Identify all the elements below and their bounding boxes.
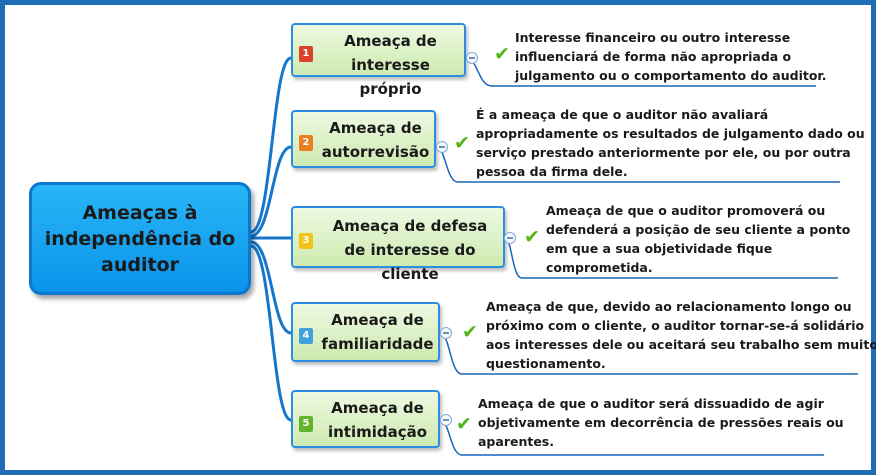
check-icon: ✔ xyxy=(462,321,478,343)
topic-description: Ameaça de que o auditor será dissuadido … xyxy=(478,394,844,451)
topic-familiaridade[interactable]: 4 Ameaça de familiaridade xyxy=(291,302,440,362)
topic-label: Ameaça de defesa de interesse do cliente xyxy=(332,217,488,283)
description-line: aos interesses dele ou aceitará seu trab… xyxy=(486,337,876,352)
topic-interesse-proprio[interactable]: 1 Ameaça de interesse próprio xyxy=(291,23,466,98)
minus-icon[interactable] xyxy=(436,141,448,153)
description-line: em que a sua objetividade fique xyxy=(546,241,773,256)
topic-autorrevisao[interactable]: 2 Ameaça de autorrevisão xyxy=(291,110,436,168)
minus-icon[interactable] xyxy=(440,414,452,426)
topic-defesa-interesse-cliente[interactable]: 3 Ameaça de defesa de interesse do clien… xyxy=(291,206,505,283)
description-line: Ameaça de que o auditor promoverá ou xyxy=(546,203,826,218)
number-badge: 3 xyxy=(299,233,313,249)
minus-icon[interactable] xyxy=(466,52,478,64)
check-icon: ✔ xyxy=(456,413,472,435)
topic-description: Ameaça de que, devido ao relacionamento … xyxy=(486,297,876,373)
number-badge: 2 xyxy=(299,135,313,151)
check-icon: ✔ xyxy=(454,132,470,154)
topic-label: Ameaça de autorrevisão xyxy=(321,119,430,161)
description-line: Ameaça de que, devido ao relacionamento … xyxy=(486,299,852,314)
connector-to-branch-1 xyxy=(249,56,293,234)
description-line: influenciará de forma não apropriada o xyxy=(515,49,792,64)
description-line: apropriadamente os resultados de julgame… xyxy=(476,126,865,141)
topic-description: Ameaça de que o auditor promoverá ou def… xyxy=(546,201,850,277)
description-line: Ameaça de que o auditor será dissuadido … xyxy=(478,396,824,411)
check-icon: ✔ xyxy=(494,43,510,65)
topic-label: Ameaça de familiaridade xyxy=(321,311,434,353)
description-line: comprometida. xyxy=(546,260,653,275)
description-line: próximo com o cliente, o auditor tornar-… xyxy=(486,318,865,333)
check-icon: ✔ xyxy=(524,226,540,248)
number-badge: 4 xyxy=(299,328,313,344)
topic-label: Ameaça de interesse próprio xyxy=(344,32,437,98)
central-topic-label: Ameaças à independência do auditor xyxy=(44,201,236,276)
description-line: julgamento ou o comportamento do auditor… xyxy=(515,68,827,83)
minus-icon[interactable] xyxy=(440,327,452,339)
topic-description: É a ameaça de que o auditor não avaliará… xyxy=(476,105,865,181)
description-line: questionamento. xyxy=(486,356,606,371)
description-line: objetivamente em decorrência de pressões… xyxy=(478,415,844,430)
connector-to-branch-4 xyxy=(249,240,293,335)
number-badge: 5 xyxy=(299,416,313,432)
topic-intimidacao[interactable]: 5 Ameaça de intimidação xyxy=(291,390,440,448)
description-line: É a ameaça de que o auditor não avaliará xyxy=(476,107,769,122)
description-line: pessoa da firma dele. xyxy=(476,164,628,179)
topic-description: Interesse financeiro ou outro interesse … xyxy=(515,28,827,85)
central-topic[interactable]: Ameaças à independência do auditor xyxy=(29,182,251,295)
minus-icon[interactable] xyxy=(504,232,516,244)
connector-to-branch-2 xyxy=(249,145,293,238)
description-line: serviço prestado anteriormente por ele, … xyxy=(476,145,851,160)
description-line: defenderá a posição de seu cliente a pon… xyxy=(546,222,851,237)
number-badge: 1 xyxy=(299,46,313,62)
connector-to-branch-5 xyxy=(249,244,293,422)
description-line: Interesse financeiro ou outro interesse xyxy=(515,30,791,45)
description-line: aparentes. xyxy=(478,434,555,449)
topic-label: Ameaça de intimidação xyxy=(327,399,428,441)
